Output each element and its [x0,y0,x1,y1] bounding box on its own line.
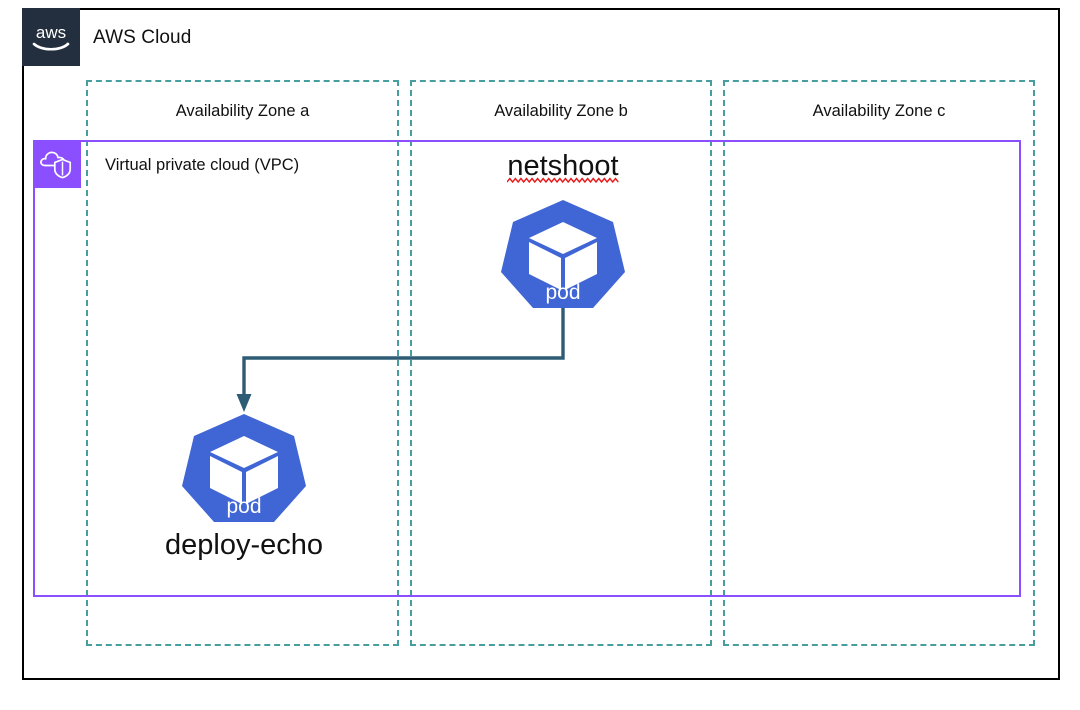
netshoot-title: netshoot [463,150,663,184]
vpc-label: Virtual private cloud (VPC) [105,156,300,174]
pod-icon-label: pod [226,495,261,518]
availability-zone-c-label: Availability Zone c [812,102,946,120]
aws-logo-icon: aws [22,8,80,66]
availability-zone-b-label: Availability Zone b [494,102,628,120]
aws-cloud-label: AWS Cloud [93,27,192,48]
netshoot-title-text: netshoot [507,150,619,182]
aws-cloud-boundary [22,8,1060,680]
availability-zone-c-boundary [723,80,1035,646]
availability-zone-a-label: Availability Zone a [175,102,310,120]
deploy-echo-title: deploy-echo [165,529,323,561]
pod-icon-label: pod [545,281,580,304]
vpc-boundary [33,140,1021,597]
kubernetes-pod-deploy-echo[interactable]: pod [179,412,309,524]
vpc-cloud-shield-icon [33,140,81,188]
kubernetes-pod-netshoot[interactable]: pod [498,198,628,310]
svg-text:aws: aws [36,23,66,42]
